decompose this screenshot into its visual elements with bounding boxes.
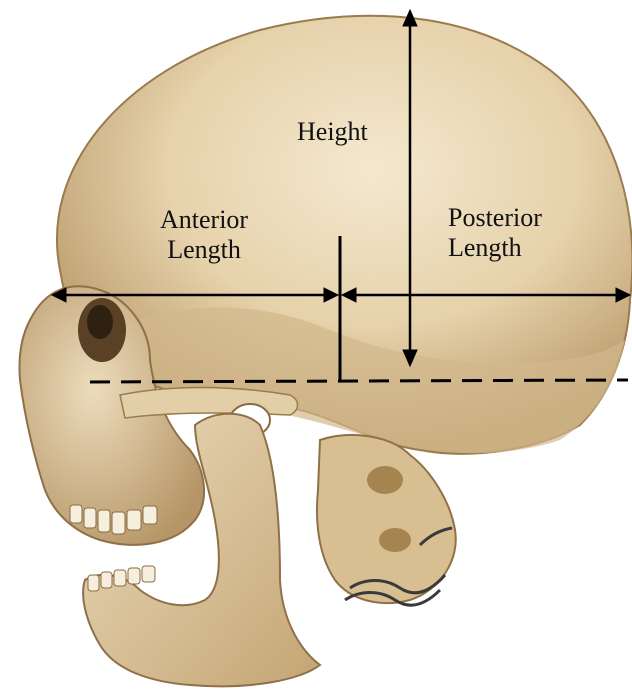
posterior-length-label: Posterior Length xyxy=(448,203,542,263)
posterior-label-line2: Length xyxy=(448,233,542,263)
height-label-text: Height xyxy=(297,117,368,147)
anterior-label-line2: Length xyxy=(160,235,248,265)
anterior-label-line1: Anterior xyxy=(160,205,248,235)
zygomatic-arch xyxy=(120,388,298,419)
cervical-vertebrae xyxy=(317,435,456,603)
height-label: Height xyxy=(297,117,368,147)
anterior-length-label: Anterior Length xyxy=(160,205,248,265)
posterior-label-line1: Posterior xyxy=(448,203,542,233)
